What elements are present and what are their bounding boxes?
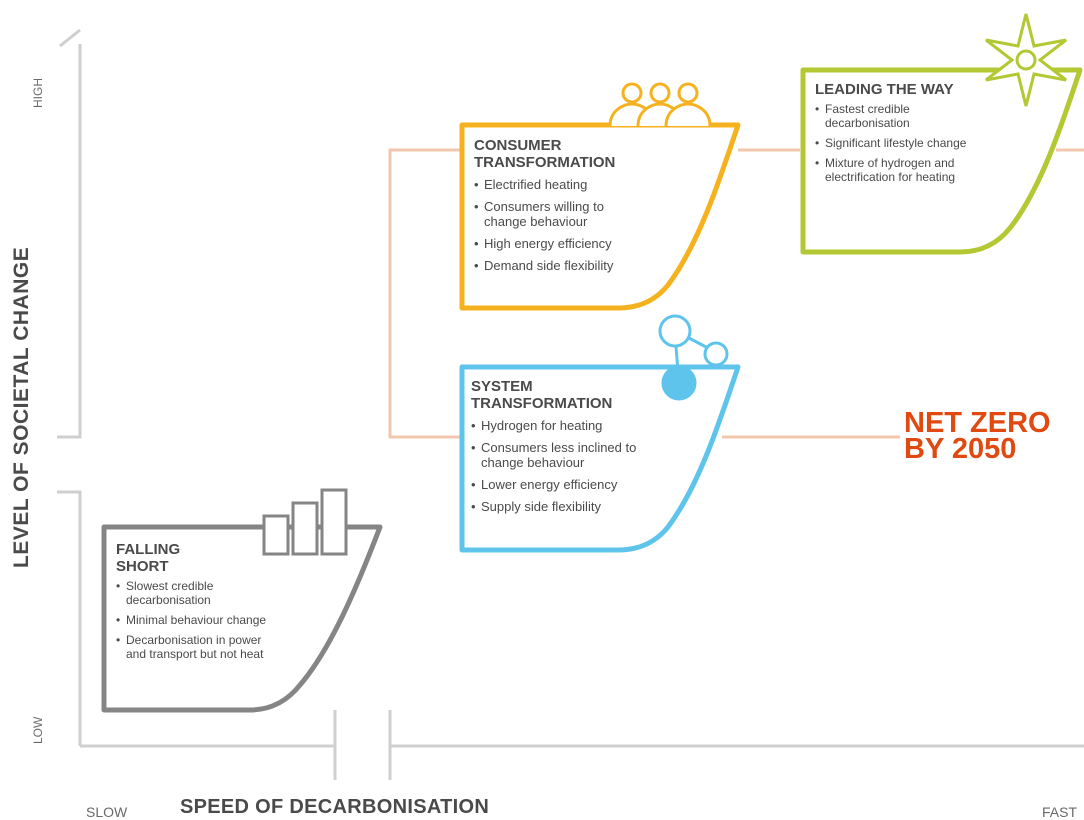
y-axis [57,28,82,746]
system-transformation-content: SYSTEM TRANSFORMATION Hydrogen for heati… [471,378,701,521]
y-axis-high-label: HIGH [31,78,45,108]
list-item: Electrified heating [474,177,704,192]
people-icon [608,82,712,127]
system-transformation-title-line-2: TRANSFORMATION [471,395,613,412]
list-item: High energy efficiency [474,236,704,251]
x-axis-fast-label: FAST [1042,804,1078,820]
x-axis [80,710,1084,780]
list-item: Slowest credible decarbonisation [116,579,256,607]
leading-the-way-title: LEADING THE WAY [815,81,954,98]
list-item: Significant lifestyle change [815,136,1055,150]
falling-short-title-line-2: SHORT [116,558,169,575]
x-axis-title: SPEED OF DECARBONISATION [180,796,490,818]
system-transformation-list: Hydrogen for heating Consumers less incl… [471,418,701,514]
system-transformation-title: SYSTEM TRANSFORMATION [471,378,701,412]
molecule-icon [658,314,729,401]
list-item: Consumers willing to change behaviour [474,199,644,229]
system-transformation-title-line-1: SYSTEM [471,378,533,395]
list-item: Minimal behaviour change [116,613,331,627]
falling-short-title-line-1: FALLING [116,541,181,558]
falling-short-content: FALLING SHORT Slowest credible decarboni… [116,541,331,667]
net-zero-line-1: NET ZERO [904,407,1051,439]
list-item: Hydrogen for heating [471,418,701,433]
net-zero-line-2: BY 2050 [904,433,1017,465]
consumer-transformation-title: CONSUMER TRANSFORMATION [474,137,704,171]
list-item: Lower energy efficiency [471,477,701,492]
bar-chart-icon [262,488,348,556]
consumer-transformation-title-line-1: CONSUMER [474,137,562,154]
list-item: Fastest credible decarbonisation [815,102,965,130]
y-axis-title: LEVEL OF SOCIETAL CHANGE [10,246,33,568]
net-zero-label: NET ZERO BY 2050 [904,407,1051,465]
y-axis-low-label: LOW [31,716,45,744]
x-axis-slow-label: SLOW [86,804,128,820]
scenario-connector [388,148,1084,439]
list-item: Demand side flexibility [474,258,704,273]
list-item: Supply side flexibility [471,499,701,514]
consumer-transformation-content: CONSUMER TRANSFORMATION Electrified heat… [474,137,704,280]
leading-the-way-list: Fastest credible decarbonisation Signifi… [815,102,1055,184]
compass-star-icon [985,13,1067,107]
consumer-transformation-title-line-2: TRANSFORMATION [474,154,616,171]
consumer-transformation-list: Electrified heating Consumers willing to… [474,177,704,273]
list-item: Consumers less inclined to change behavi… [471,440,671,470]
falling-short-list: Slowest credible decarbonisation Minimal… [116,579,331,661]
leading-the-way-content: LEADING THE WAY Fastest credible decarbo… [815,81,1055,190]
list-item: Mixture of hydrogen and electrification … [815,156,975,184]
falling-short-title: FALLING SHORT [116,541,331,575]
list-item: Decarbonisation in power and transport b… [116,633,266,661]
